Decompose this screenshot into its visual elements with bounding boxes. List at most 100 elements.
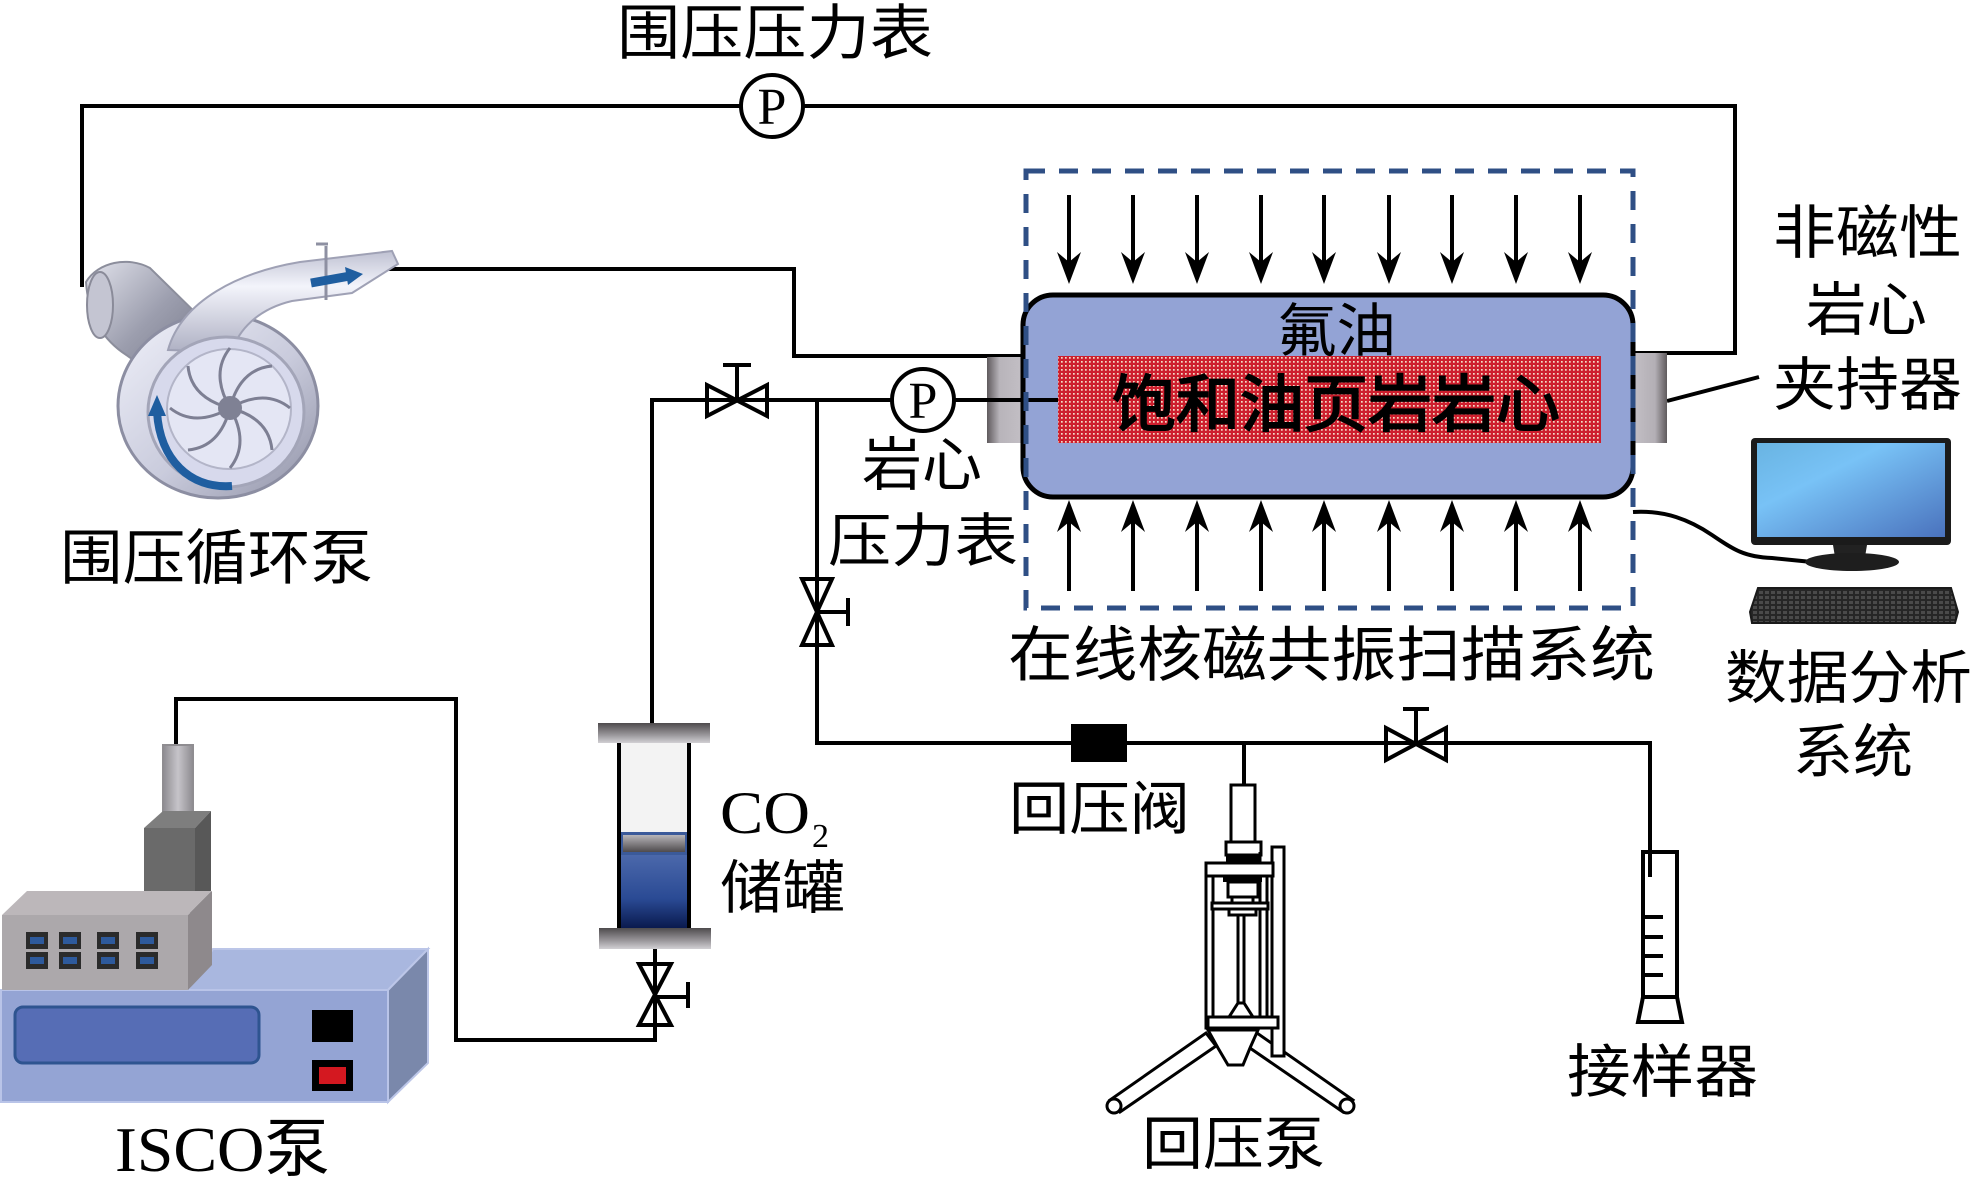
holder-label-leader	[1666, 375, 1760, 403]
isco-controller-top	[2, 891, 212, 915]
field-arrow-up-icon	[1249, 500, 1273, 591]
co2-tank-label: 储罐	[720, 856, 845, 921]
nmr-field-arrows-bottom	[1057, 500, 1592, 591]
isco-key	[97, 932, 119, 949]
gauge-symbol: P	[909, 373, 938, 430]
inlet-valve	[705, 363, 769, 420]
valve-icon	[635, 962, 675, 1027]
valve-icon	[1384, 724, 1448, 764]
pump-tripod-foot-right	[1338, 1097, 1356, 1115]
sampler-valve	[1384, 707, 1448, 764]
isco-controller-side	[188, 891, 212, 990]
isco-display-panel	[13, 1005, 261, 1065]
core-pressure-gauge-label-line1: 岩心	[862, 433, 982, 498]
valve-icon	[705, 381, 769, 420]
core-holder-label-line2: 岩心	[1806, 278, 1927, 343]
co2-storage-tank	[598, 723, 711, 949]
pump-outflow-arrowhead	[345, 267, 363, 285]
tank-gas-chamber	[619, 743, 689, 832]
tank-to-core-pipe	[650, 398, 892, 723]
monitor-base	[1805, 553, 1899, 571]
pump-side-bar	[1270, 845, 1286, 1058]
core-pressure-gauge-label-line2: 压力表	[828, 509, 1018, 574]
bypass-valve	[798, 577, 850, 647]
gauge-symbol: P	[758, 79, 787, 136]
valve-handle	[655, 982, 690, 1008]
co2-subscript-label: 2	[812, 818, 829, 855]
data-analysis-label-line2: 系统	[1793, 720, 1913, 785]
isco-pump-head-side	[195, 811, 211, 913]
right-holder-cap	[1633, 353, 1667, 443]
data-analysis-label-line1: 数据分析	[1725, 646, 1972, 711]
tank-bottom-plate	[599, 928, 711, 949]
pump-outlet-pipe	[358, 267, 1023, 358]
isco-key	[59, 952, 81, 969]
field-arrow-up-icon	[1568, 500, 1592, 591]
field-arrow-up-icon	[1121, 500, 1145, 591]
back-pressure-valve	[1071, 724, 1127, 762]
pump-outflow-arrow-icon	[310, 271, 351, 288]
pressure-gauge-icon	[739, 73, 805, 139]
nmr-scanning-boundary	[1023, 168, 1636, 611]
core-pressure-gauge: P	[890, 367, 956, 433]
shale-core-sample-label: 饱和油页岩岩心	[1112, 368, 1560, 441]
back-pressure-pump	[1105, 783, 1356, 1115]
back-pressure-valve-label: 回压阀	[1009, 777, 1190, 842]
isco-key	[59, 932, 81, 949]
isco-key	[97, 952, 119, 969]
field-arrow-up-icon	[1504, 500, 1528, 591]
valve-handle	[723, 363, 751, 400]
pump-piston-head	[1226, 880, 1260, 899]
pump-rod	[1236, 913, 1246, 1005]
tank-piston	[623, 835, 685, 852]
back-pressure-pump-label: 回压泵	[1142, 1112, 1325, 1177]
cylinder-base	[1635, 995, 1685, 1024]
field-arrow-down-icon	[1185, 195, 1209, 284]
confining-return-pipe-right	[803, 104, 1737, 355]
computer-icon	[1748, 438, 1960, 624]
field-arrow-up-icon	[1312, 500, 1336, 591]
co2-formula-label: CO	[720, 780, 810, 846]
confining-circulation-pump-label: 围压循环泵	[60, 526, 373, 592]
pump-rotation-arrowhead	[148, 395, 166, 416]
fluorinated-oil-label: 氟油	[1277, 299, 1396, 364]
pump-tripod-leg-left	[1107, 1030, 1219, 1115]
isco-pump-label: ISCO泵	[115, 1114, 330, 1185]
isco-pump	[0, 744, 431, 1105]
data-cable	[1632, 509, 1813, 564]
tank-top-plate	[598, 723, 710, 743]
tank-outlet-valve	[635, 962, 690, 1027]
field-arrow-up-icon	[1377, 500, 1401, 591]
sampler-label: 接样器	[1567, 1040, 1758, 1105]
keyboard-icon	[1748, 587, 1960, 624]
field-arrow-up-icon	[1440, 500, 1464, 591]
shale-core-sample	[1058, 356, 1601, 443]
field-arrow-up-icon	[1185, 500, 1209, 591]
outlet-to-sampler-pipe	[1127, 741, 1652, 877]
pump-seal-ring	[1223, 876, 1262, 882]
confining-pressure-gauge: P	[739, 73, 805, 139]
field-arrow-down-icon	[1312, 195, 1336, 284]
pump-tripod-foot-left	[1105, 1097, 1123, 1115]
field-arrow-down-icon	[1568, 195, 1592, 284]
pump-top-cylinder	[1229, 783, 1257, 844]
field-arrow-down-icon	[1121, 195, 1145, 284]
isco-key	[26, 932, 48, 949]
pump-outlet-flange	[316, 242, 328, 300]
cylinder-graduation-ticks	[1643, 915, 1663, 977]
confining-return-pipe-left	[80, 104, 741, 287]
valve-icon	[798, 577, 836, 647]
field-arrow-down-icon	[1377, 195, 1401, 284]
isco-pump-head-top	[144, 811, 211, 828]
valve-handle	[1403, 707, 1429, 743]
valve-handle	[817, 598, 850, 626]
field-arrow-down-icon	[1440, 195, 1464, 284]
pump-tripod-leg-right	[1244, 1030, 1356, 1115]
pump-cap	[1224, 840, 1263, 857]
isco-controller-keys	[26, 932, 158, 969]
isco-key	[26, 952, 48, 969]
pump-rotation-arrow-icon	[153, 411, 233, 491]
core-holder-label-line3: 夹持器	[1773, 353, 1962, 418]
nmr-system-label: 在线核磁共振扫描系统	[1008, 623, 1655, 689]
